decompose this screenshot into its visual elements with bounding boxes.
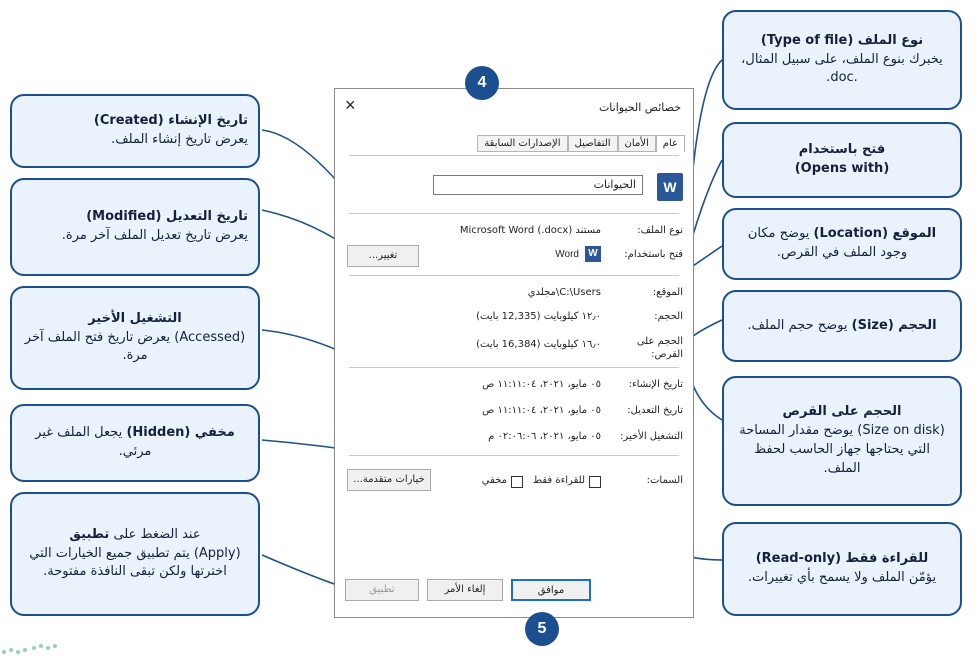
callout-type-of-file-body: يخبرك بنوع الملف، على سبيل المثال، .doc. (741, 51, 943, 86)
type-label: نوع الملف: (637, 225, 683, 236)
callout-size: الحجم (Size) يوضح حجم الملف. (722, 290, 962, 362)
callout-apply-title: تطبيق (69, 526, 110, 542)
size-on-disk-value: ١٦٫٠ كيلوبايت (16,384 بايت) (476, 339, 601, 350)
decorative-dots (2, 644, 57, 654)
advanced-button[interactable]: خيارات متقدمة... (347, 469, 431, 491)
tab-strip: عام الأمان التفاصيل الإصدارات السابقة (477, 135, 685, 152)
filename-input[interactable]: الحيوانات (433, 175, 643, 195)
step-badge-4: 4 (465, 66, 499, 100)
step-badge-5: 5 (525, 612, 559, 646)
readonly-label: للقراءة فقط (532, 475, 585, 486)
callout-read-only-title: للقراءة فقط (Read-only) (755, 551, 929, 567)
callout-accessed-body: (Accessed) يعرض تاريخ فتح الملف آخر مرة. (24, 329, 246, 364)
hidden-checkbox[interactable] (511, 476, 523, 488)
callout-size-body: يوضح حجم الملف. (747, 317, 848, 333)
hidden-label: مخفي (481, 475, 507, 486)
size-value: ١٢٫٠ كيلوبايت (12,335 بايت) (476, 311, 601, 322)
opens-with-value: Word (555, 249, 579, 260)
file-properties-dialog: خصائص الحيوانات × عام الأمان التفاصيل ال… (334, 88, 694, 618)
tab-details[interactable]: التفاصيل (567, 135, 618, 152)
callout-location-body: يوضح مكان وجود الملف في القرص. (747, 226, 908, 260)
callout-read-only: للقراءة فقط (Read-only) يؤمّن الملف ولا … (722, 522, 962, 616)
modified-value: ٠٥ مايو، ٢٠٢١، ١١:١١:٠٤ ص (482, 405, 601, 416)
attributes-label: السمات: (646, 475, 683, 486)
callout-size-on-disk-title: الحجم على القرص (782, 404, 902, 420)
callout-apply-line1: عند الضغط على (113, 526, 201, 542)
type-value: مستند Microsoft Word (.docx) (459, 225, 601, 236)
callout-created-title: تاريخ الإنشاء (Created) (93, 113, 248, 129)
cancel-button[interactable]: إلغاء الأمر (427, 579, 503, 601)
callout-size-on-disk: الحجم على القرص (Size on disk) يوضح مقدا… (722, 376, 962, 506)
callout-type-of-file-title: نوع الملف (Type of file) (760, 32, 924, 48)
callout-hidden: مخفي (Hidden) يجعل الملف غير مرئي. (10, 404, 260, 482)
word-app-icon: W (585, 246, 601, 262)
opens-with-label: فتح باستخدام: (624, 249, 683, 260)
tab-general[interactable]: عام (655, 135, 685, 152)
tab-previous-versions[interactable]: الإصدارات السابقة (477, 135, 568, 152)
tab-security[interactable]: الأمان (617, 135, 656, 152)
line-opens-with (689, 159, 723, 246)
callout-modified-body: يعرض تاريخ تعديل الملف آخر مرة. (61, 228, 248, 243)
change-button[interactable]: تغيير... (347, 245, 419, 267)
callout-accessed-title: التشغيل الأخير (88, 310, 182, 326)
callout-created-body: يعرض تاريخ إنشاء الملف. (111, 132, 248, 147)
apply-button[interactable]: تطبيق (345, 579, 419, 601)
modified-label: تاريخ التعديل: (627, 405, 683, 416)
callout-hidden-body: يجعل الملف غير مرئي. (35, 425, 152, 459)
callout-location-title: الموقع (Location) (813, 226, 937, 242)
callout-size-title: الحجم (Size) (851, 317, 937, 333)
readonly-checkbox[interactable] (589, 476, 601, 488)
accessed-value: ٠٥ مايو، ٢٠٢١، ٠٢:٠٦:٠٦ م (488, 431, 601, 442)
callout-location: الموقع (Location) يوضح مكان وجود الملف ف… (722, 208, 962, 280)
ok-button[interactable]: موافق (511, 579, 591, 601)
callout-modified-title: تاريخ التعديل (Modified) (86, 209, 248, 225)
dialog-title: خصائص الحيوانات (598, 101, 681, 114)
callout-opens-with: فتح باستخدام (Opens with) (722, 122, 962, 198)
callout-apply-body: (Apply) يتم تطبيق جميع الخيارات التي اخت… (29, 545, 241, 580)
callout-created: تاريخ الإنشاء (Created) يعرض تاريخ إنشاء… (10, 94, 260, 168)
callout-read-only-body: يؤمّن الملف ولا يسمح بأي تغييرات. (747, 570, 937, 585)
created-value: ٠٥ مايو، ٢٠٢١، ١١:١١:٠٤ ص (482, 379, 601, 390)
callout-accessed: التشغيل الأخير (Accessed) يعرض تاريخ فتح… (10, 286, 260, 390)
created-label: تاريخ الإنشاء: (628, 379, 683, 390)
close-icon[interactable]: × (345, 95, 356, 115)
callout-size-on-disk-body: (Size on disk) يوضح مقدار المساحة التي ي… (739, 423, 945, 476)
line-location (689, 245, 723, 269)
callout-hidden-title: مخفي (Hidden) (126, 425, 235, 441)
callout-opens-with-body: (Opens with) (794, 161, 890, 176)
location-value: C:\Users\مجلدي (527, 287, 601, 298)
callout-opens-with-title: فتح باستخدام (798, 142, 886, 158)
location-label: الموقع: (652, 287, 683, 298)
callout-modified: تاريخ التعديل (Modified) يعرض تاريخ تعدي… (10, 178, 260, 276)
accessed-label: التشغيل الأخير: (620, 431, 683, 442)
callout-apply: عند الضغط على تطبيق (Apply) يتم تطبيق جم… (10, 492, 260, 616)
size-on-disk-label: الحجم على القرص: (636, 336, 683, 360)
callout-type-of-file: نوع الملف (Type of file) يخبرك بنوع المل… (722, 10, 962, 110)
word-document-icon: W (657, 173, 683, 201)
size-label: الحجم: (654, 311, 683, 322)
